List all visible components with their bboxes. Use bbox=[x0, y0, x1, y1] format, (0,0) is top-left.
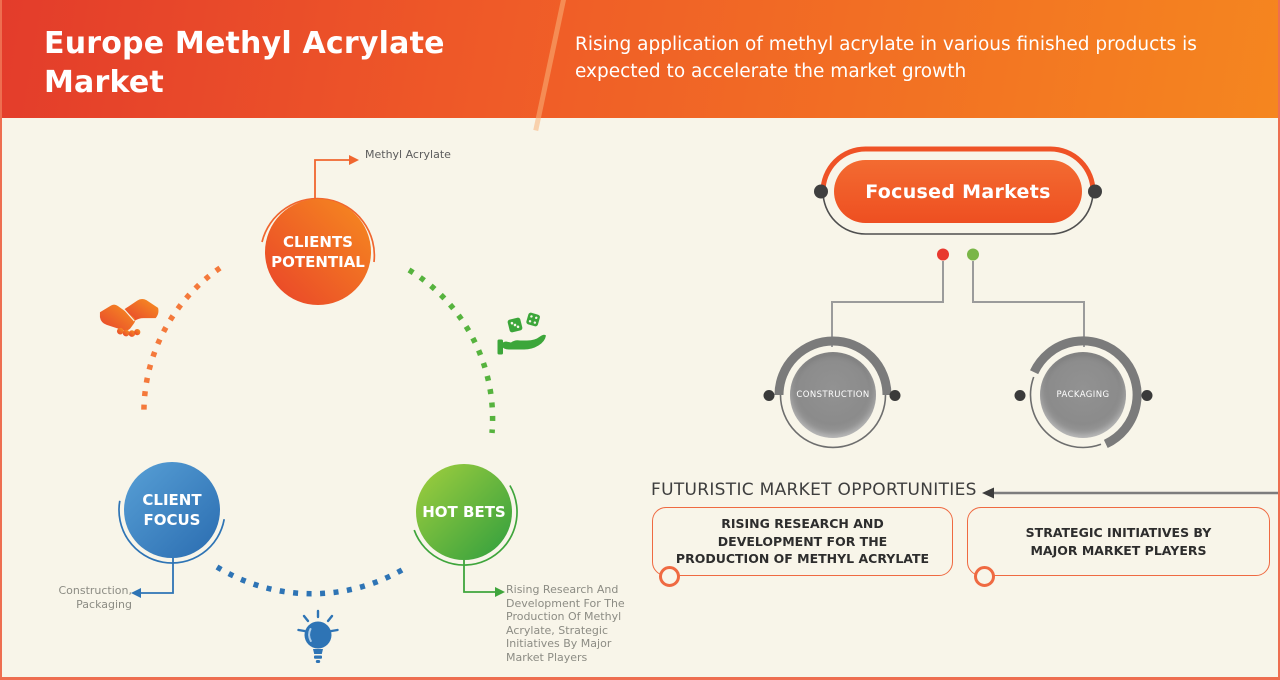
dotted-arc-green bbox=[407, 267, 496, 434]
connector-client-focus bbox=[141, 556, 174, 594]
node-client-focus: CLIENT FOCUS bbox=[124, 462, 220, 558]
packaging-thin-arc bbox=[1029, 376, 1102, 449]
box-anchor-ring-1 bbox=[659, 566, 680, 587]
arrowhead-client-focus bbox=[131, 588, 141, 598]
pill-outline-bottom-arc bbox=[822, 191, 1094, 235]
callout-methyl-acrylate: Methyl Acrylate bbox=[365, 148, 451, 161]
market-node-packaging: PACKAGING bbox=[1040, 352, 1126, 438]
focused-markets-pill: Focused Markets bbox=[834, 160, 1082, 223]
page-subtitle: Rising application of methyl acrylate in… bbox=[575, 34, 1197, 82]
packaging-side-dot-right bbox=[1141, 390, 1153, 401]
pill-side-dot-left bbox=[814, 184, 828, 199]
dice-hand-icon bbox=[497, 312, 546, 355]
market-node-construction-label: CONSTRUCTION bbox=[796, 390, 870, 400]
branch-line-construction bbox=[831, 261, 944, 347]
pill-side-dot-right bbox=[1088, 184, 1102, 199]
focused-markets-title: Focused Markets bbox=[865, 180, 1051, 203]
construction-thick-arc bbox=[774, 336, 892, 396]
construction-side-dot-left bbox=[763, 390, 775, 401]
branch-line-packaging bbox=[972, 261, 1085, 347]
opportunity-box-1-text: RISING RESEARCH AND DEVELOPMENT FOR THE … bbox=[675, 516, 930, 567]
branch-dot-construction bbox=[937, 248, 949, 261]
node-client-focus-label: CLIENT FOCUS bbox=[142, 491, 202, 529]
construction-side-dot-right bbox=[889, 390, 901, 401]
arrowhead-hot-bets bbox=[495, 587, 505, 597]
diagram-decorations bbox=[118, 146, 1278, 598]
accent-arc-hot-bets bbox=[413, 485, 518, 566]
pill-outline-top-arc bbox=[820, 146, 1096, 192]
market-node-construction: CONSTRUCTION bbox=[790, 352, 876, 438]
arrowhead-methyl-acrylate bbox=[349, 155, 359, 165]
lightbulb-icon bbox=[297, 609, 339, 663]
branch-dot-packaging bbox=[967, 248, 979, 261]
opportunity-box-2-text: STRATEGIC INITIATIVES BY MAJOR MARKET PL… bbox=[1025, 525, 1212, 558]
node-hot-bets: HOT BETS bbox=[416, 464, 512, 560]
packaging-side-dot-left bbox=[1014, 390, 1026, 401]
dotted-arc-orange bbox=[141, 265, 222, 419]
callout-hot-bets: Rising Research And Development For The … bbox=[506, 583, 625, 664]
callout-client-focus: Construction, Packaging bbox=[58, 584, 132, 611]
node-hot-bets-label: HOT BETS bbox=[422, 503, 506, 521]
packaging-thick-arc bbox=[1030, 336, 1142, 448]
market-node-packaging-label: PACKAGING bbox=[1056, 390, 1110, 400]
accent-arc-client-focus bbox=[118, 500, 226, 564]
node-clients-potential: CLIENTS POTENTIAL bbox=[265, 199, 371, 305]
dotted-arc-blue bbox=[215, 564, 409, 597]
heading-arrowhead-icon bbox=[982, 487, 994, 499]
page-title: Europe Methyl Acrylate Market bbox=[44, 26, 445, 100]
opportunity-box-1: RISING RESEARCH AND DEVELOPMENT FOR THE … bbox=[652, 507, 953, 576]
node-clients-potential-label: CLIENTS POTENTIAL bbox=[271, 233, 365, 271]
connector-hot-bets bbox=[463, 558, 495, 593]
header-diagonal-divider bbox=[533, 0, 568, 131]
connector-methyl-acrylate bbox=[314, 159, 349, 199]
construction-thin-arc bbox=[779, 394, 887, 449]
box-anchor-ring-2 bbox=[974, 566, 995, 587]
handshake-icon bbox=[99, 299, 159, 337]
opportunities-heading: FUTURISTIC MARKET OPPORTUNITIES bbox=[651, 480, 977, 500]
header-banner: Europe Methyl Acrylate Market Rising app… bbox=[2, 0, 1278, 131]
opportunity-box-2: STRATEGIC INITIATIVES BY MAJOR MARKET PL… bbox=[967, 507, 1270, 576]
